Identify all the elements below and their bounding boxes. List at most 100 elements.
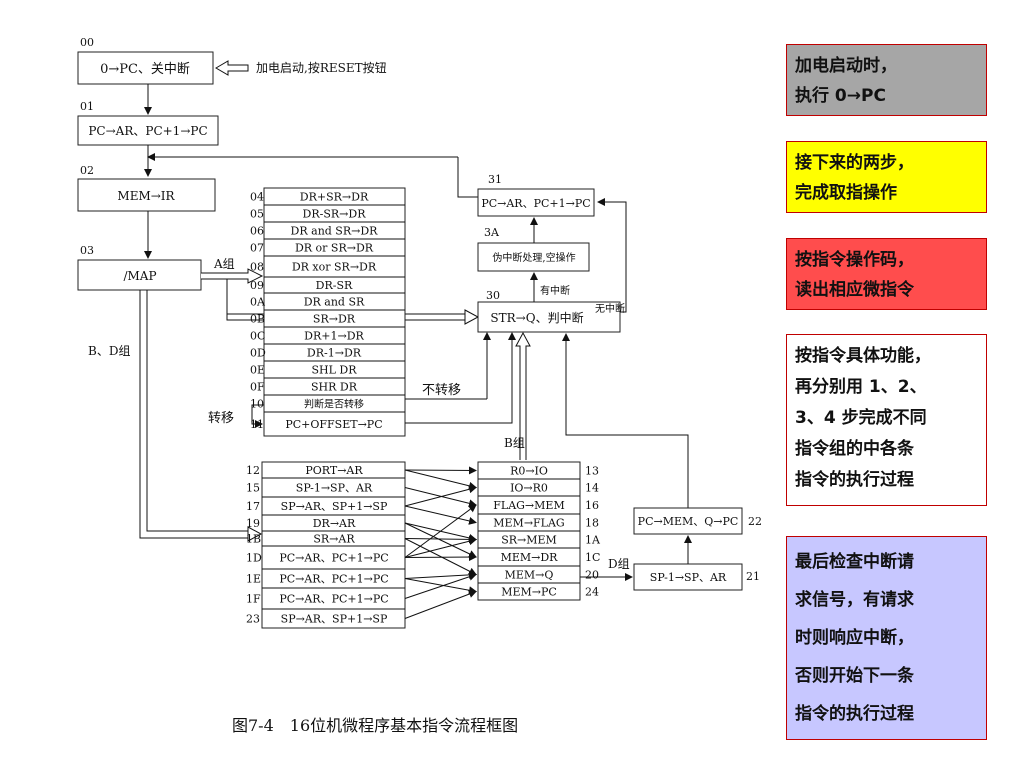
bd-right-code: 24: [585, 586, 599, 599]
bd-right-code: 1C: [585, 551, 600, 564]
a-group-row-label: DR and SR: [304, 296, 365, 309]
a-group-row-label: DR+SR→DR: [300, 191, 369, 204]
a-to-30-arrowhead: [464, 309, 480, 325]
a-group-arrow: [201, 268, 264, 284]
a-group-row-label: DR-1→DR: [307, 347, 362, 360]
a-group-row-label: DR and SR→DR: [291, 225, 379, 238]
bd-right-code: 1A: [585, 534, 601, 547]
node-31-label: PC→AR、PC+1→PC: [481, 197, 590, 210]
bd-left-row-label: PC→AR、PC+1→PC: [279, 593, 388, 606]
bd-left-row-label: SP→AR、SP+1→SP: [281, 613, 388, 626]
bd-left-row-label: SP-1→SP、AR: [296, 482, 373, 495]
bd-right-code: 14: [585, 482, 599, 495]
bd-left-code: 17: [246, 500, 260, 513]
node-00-code: 00: [80, 36, 94, 49]
bd-right-row-label: FLAG→MEM: [493, 499, 564, 512]
bd-right-row-label: MEM→Q: [505, 569, 554, 582]
bd-arrowhead: [247, 526, 263, 542]
bd-connection-line: [404, 590, 477, 619]
bd-connections: [404, 466, 477, 619]
node-21-label: SP-1→SP、AR: [650, 571, 727, 584]
a-group-row-label: DR or SR→DR: [295, 242, 374, 255]
no-branch-label: 不转移: [422, 383, 461, 398]
a-group-table: 04 DR+SR→DR 05 DR-SR→DR 06 DR and SR→DR 07 DR o…: [250, 187, 406, 437]
a-group-code: 05: [250, 208, 264, 221]
a-group-code: 09: [250, 279, 264, 292]
bd-connection-line: [404, 553, 477, 562]
node-22-label: PC→MEM、Q→PC: [638, 515, 739, 528]
bd-left-code: 19: [246, 517, 260, 530]
branch-label: 转移: [208, 411, 234, 426]
group-d-label: D组: [608, 557, 630, 571]
node-02-label: MEM→IR: [117, 189, 175, 203]
bd-connection-line: [404, 505, 477, 525]
bd-left-code: 1B: [246, 533, 261, 546]
bd-connection-line: [404, 538, 477, 575]
a-group-row-label: DR+1→DR: [304, 330, 364, 343]
a-group-code: 0D: [250, 347, 266, 360]
bd-right-row-label: SR→MEM: [501, 534, 557, 547]
bd-connection-line: [404, 469, 477, 490]
bd-connection-line: [404, 485, 477, 507]
bd-connection-line: [404, 578, 477, 595]
bd-right-code: 16: [585, 499, 599, 512]
bd-connection-line: [404, 570, 477, 579]
node-00-label: 0→PC、关中断: [100, 62, 190, 77]
a-group-row-label: PC+OFFSET→PC: [285, 418, 382, 431]
bd-left-code: 12: [246, 464, 260, 477]
bd-left-row-label: PC→AR、PC+1→PC: [279, 552, 388, 565]
bd-connection-line: [404, 504, 477, 558]
bd-left-code: 15: [246, 482, 260, 495]
a-group-code: 0C: [250, 330, 265, 343]
note-interrupt-check: 最后检查中断请 求信号，有请求 时则响应中断， 否则开始下一条 指令的执行过程: [786, 536, 987, 740]
bd-left-code: 1F: [246, 593, 261, 606]
bd-right-row-label: IO→R0: [510, 482, 548, 495]
bd-right-code: 18: [585, 517, 599, 530]
bd-left-row-label: SR→AR: [313, 533, 355, 546]
bd-right-row-label: MEM→DR: [501, 551, 559, 564]
a-group-row-label: DR xor SR→DR: [292, 261, 377, 274]
power-on-note: 加电启动,按RESET按钮: [256, 60, 387, 75]
note-power-on: 加电启动时， 执行 0→PC: [786, 44, 987, 116]
a-group-row-label: DR-SR→DR: [303, 208, 367, 221]
a-group-code: 0B: [250, 313, 265, 326]
a-group-code: 0E: [250, 364, 265, 377]
a-group-code: 08: [250, 261, 264, 274]
group-b-label: B组: [504, 436, 525, 450]
bd-left-row-label: PC→AR、PC+1→PC: [279, 573, 388, 586]
bd-connection-line: [404, 535, 477, 544]
note-decode: 按指令操作码， 读出相应微指令: [786, 238, 987, 310]
node-02-code: 02: [80, 164, 94, 177]
a-group-code: 04: [250, 191, 264, 204]
a-group-row-label: SHR DR: [311, 381, 358, 394]
node-3a-code: 3A: [484, 226, 500, 239]
bd-left-code: 1E: [246, 573, 261, 586]
a-group-row-label: 判断是否转移: [304, 398, 364, 411]
bd-left-row-label: PORT→AR: [305, 464, 363, 477]
a-group-code: 07: [250, 242, 264, 255]
no-interrupt-label: 无中断: [595, 302, 625, 315]
note-fetch: 接下来的两步， 完成取指操作: [786, 141, 987, 213]
a-group-code: 0F: [250, 381, 265, 394]
node-31-code: 31: [488, 173, 502, 186]
a-group-code: 06: [250, 225, 264, 238]
power-on-arrow: [215, 60, 249, 76]
bd-right-code: 13: [585, 465, 599, 478]
note-execute: 按指令具体功能， 再分别用 1、2、 3、4 步完成不同 指令组的中各条 指令的…: [786, 334, 987, 506]
bd-left-code: 1D: [246, 552, 262, 565]
bd-connection-line: [404, 522, 477, 558]
b-group-arrow: [515, 331, 531, 460]
group-a-label: A组: [213, 257, 235, 271]
a-group-code: 0A: [250, 296, 266, 309]
node-30-code: 30: [486, 289, 500, 302]
bd-right-code: 20: [585, 569, 599, 582]
a-group-row-label: DR-SR: [316, 279, 353, 292]
bd-left-code: 23: [246, 613, 260, 626]
node-22-code: 22: [748, 515, 762, 528]
has-interrupt-label: 有中断: [540, 284, 570, 297]
node-01-code: 01: [80, 100, 94, 113]
bd-right-row-label: MEM→FLAG: [493, 517, 564, 530]
node-30-label: STR→Q、判中断: [490, 310, 583, 325]
